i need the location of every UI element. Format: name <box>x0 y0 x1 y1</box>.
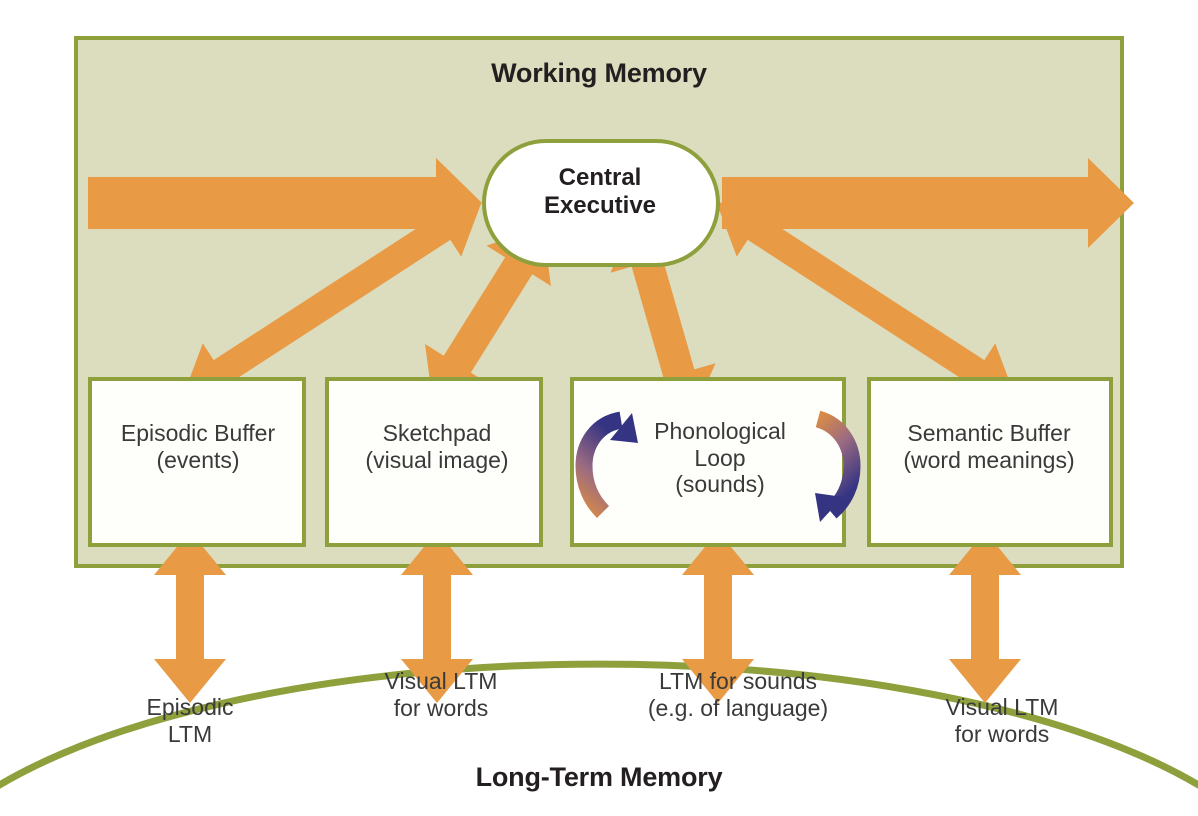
arrow-semantic-buffer-ltm <box>949 531 1021 703</box>
central-executive-node <box>482 139 720 267</box>
output-arrow-right <box>722 158 1134 248</box>
arrow-sketchpad-central <box>425 226 551 404</box>
arrow-phonological-central <box>610 218 716 418</box>
arrow-sketchpad-ltm <box>401 531 473 703</box>
arrow-semantic-central <box>716 199 1016 401</box>
arrow-episodic-buffer-ltm <box>154 531 226 703</box>
rehearsal-loop-left-icon <box>575 411 638 519</box>
input-arrow-left <box>88 158 482 248</box>
rehearsal-loop-right-icon <box>815 410 861 522</box>
sketchpad-box <box>325 377 543 547</box>
arrow-phonological-ltm <box>682 531 754 703</box>
long-term-memory-arc <box>0 660 1198 789</box>
phonological-loop-box <box>570 377 846 547</box>
semantic-buffer-box <box>867 377 1113 547</box>
episodic-buffer-box <box>88 377 306 547</box>
arrow-episodic-buffer-central <box>182 199 482 401</box>
